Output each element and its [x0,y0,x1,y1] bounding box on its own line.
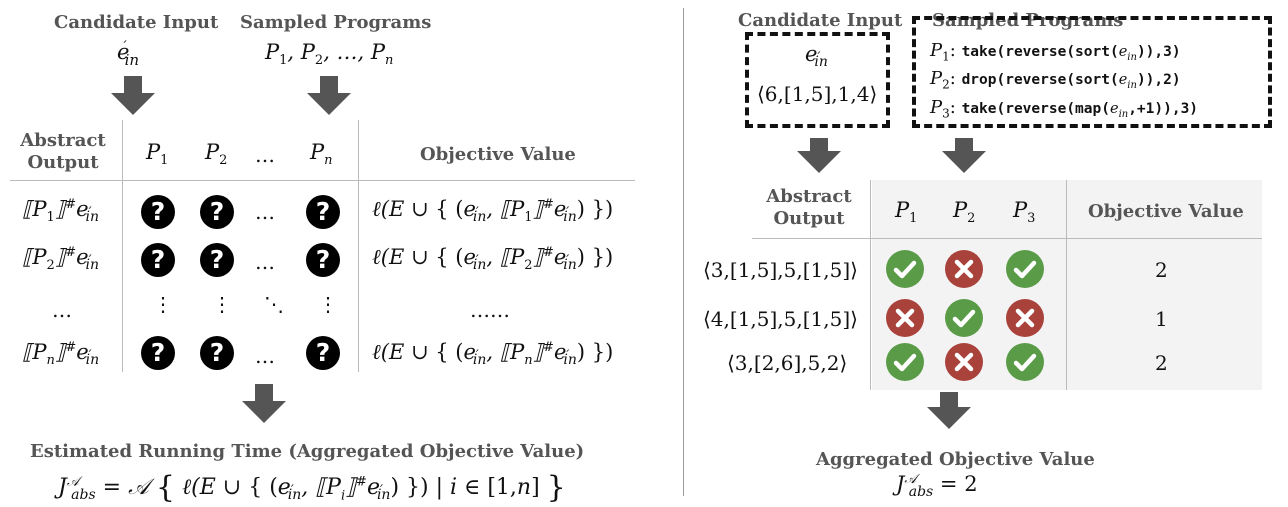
left-row2-abstract: ⟦P2⟧#e′in [22,245,100,274]
left-row3-cell3: ⋱ [264,292,284,316]
question-icon: ? [141,336,175,370]
left-row3-cell2: ⋮ [212,292,232,316]
check-icon [886,250,924,288]
right-abstract-header-line2: Output [773,208,845,229]
left-col-ellipsis: … [255,143,275,167]
program-1-code: take(reverse(sort(ein)),3) [961,44,1181,63]
question-icon: ? [306,243,340,277]
right-table-vline-1 [870,180,871,390]
left-table-vline-1 [122,120,123,372]
left-row2-ellipsis: … [255,250,275,274]
check-icon [945,299,983,337]
check-icon [1006,250,1044,288]
right-candidate-input-box [745,32,890,128]
right-aggregated-formula: J𝒜abs = 2 [896,472,978,501]
right-aggregated-label: Aggregated Objective Value [816,449,1095,470]
check-icon [886,343,924,381]
question-icon: ? [141,195,175,229]
program-3-code: take(reverse(map(ein,+1)),3) [961,101,1199,120]
right-candidate-input-symbol: e′in [805,42,828,71]
right-program-row-3: P3: take(reverse(map(ein,+1)),3) [930,97,1199,121]
program-2-code: drop(reverse(sort(ein)),2) [961,72,1181,91]
right-objective-header: Objective Value [1088,201,1244,222]
right-row1-objective: 2 [1155,258,1168,282]
right-row3-abstract: ⟨3,[2,6],5,2⟩ [727,351,848,375]
left-abstract-header-line2: Output [27,152,99,173]
left-row4-abstract: ⟦Pn⟧#e′in [22,340,100,369]
left-table-hline [10,180,635,181]
right-table-hline [752,238,1262,239]
right-sampled-programs-label: Sampled Programs [932,10,1124,31]
question-icon: ? [200,336,234,370]
left-row1-abstract: ⟦P1⟧#e′in [22,197,100,226]
left-row3-cell1: ⋮ [153,292,173,316]
right-abstract-output-header: Abstract Output [764,186,854,230]
question-icon: ? [200,195,234,229]
right-candidate-input-value: ⟨6,[1,5],1,4⟩ [757,82,878,106]
left-row1-objective: ℓ(E ∪ { (e′in, ⟦P1⟧#e′in) }) [372,197,614,226]
right-abstract-header-line1: Abstract [766,186,852,207]
cross-icon [1006,299,1044,337]
left-abstract-header-line1: Abstract [20,130,106,151]
right-col-p2: P2 [953,198,976,227]
left-row4-objective: ℓ(E ∪ { (e′in, ⟦Pn⟧#e′in) }) [372,340,614,369]
left-candidate-input-symbol: e′in [117,39,140,69]
right-sampled-programs-box [912,16,1272,128]
left-row3-objective: …… [470,298,510,322]
question-icon: ? [306,195,340,229]
right-row2-objective: 1 [1155,307,1168,331]
right-row1-abstract: ⟨3,[1,5],5,[1,5]⟩ [703,258,858,282]
left-col-p2: P2 [205,140,228,169]
right-program-row-2: P2: drop(reverse(sort(ein)),2) [930,68,1181,92]
right-row3-objective: 2 [1155,351,1168,375]
right-row2-abstract: ⟨4,[1,5],5,[1,5]⟩ [703,307,858,331]
question-icon: ? [200,243,234,277]
left-row4-ellipsis: … [255,344,275,368]
question-icon: ? [306,336,340,370]
left-table-vline-2 [358,120,359,372]
left-row3-abstract: … [52,298,72,322]
left-row1-ellipsis: … [255,200,275,224]
right-col-p1: P1 [895,198,918,227]
panel-divider [683,8,684,496]
question-icon: ? [141,243,175,277]
left-candidate-input-label: Candidate Input [54,12,219,33]
left-sampled-programs-symbol: P1, P2, …, Pn [265,40,394,69]
cross-icon [945,343,983,381]
right-table-shade [872,180,1262,390]
left-row2-objective: ℓ(E ∪ { (e′in, ⟦P2⟧#e′in) }) [372,245,614,274]
left-objective-header: Objective Value [420,144,576,165]
right-candidate-input-label: Candidate Input [738,10,903,31]
left-row3-cell4: ⋮ [318,292,338,316]
right-program-row-1: P1: take(reverse(sort(ein)),3) [930,40,1181,64]
left-col-p1: P1 [146,140,169,169]
check-icon [1006,343,1044,381]
left-sampled-programs-label: Sampled Programs [240,12,432,33]
cross-icon [886,299,924,337]
left-abstract-output-header: Abstract Output [18,130,108,174]
left-estimated-formula: J𝒜abs = 𝒜 { ℓ(E ∪ { (e′in, ⟦Pi⟧#e′in) })… [58,470,566,505]
right-col-p3: P3 [1013,198,1036,227]
right-table-vline-2 [1066,180,1067,390]
cross-icon [945,250,983,288]
left-col-pn: Pn [310,140,333,169]
left-estimated-label: Estimated Running Time (Aggregated Objec… [30,441,585,462]
